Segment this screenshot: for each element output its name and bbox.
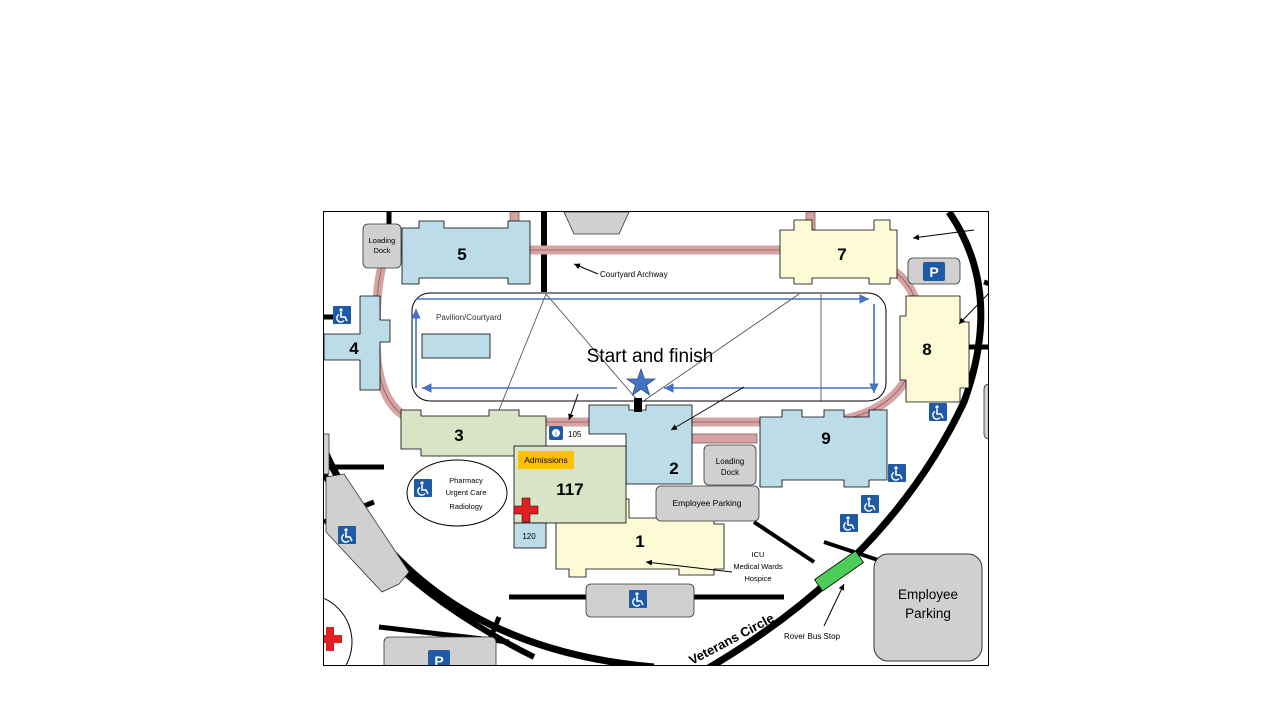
accessible-icon: [413, 478, 433, 498]
building-4-label: 4: [349, 339, 359, 358]
parking-lot-left-edge: [324, 433, 330, 475]
pavilion-structure: [421, 333, 491, 359]
accessible-icon: [860, 494, 880, 514]
employee-parking-small-label: Employee Parking: [673, 498, 742, 508]
admissions-tag: [518, 451, 574, 469]
building-2-label: 2: [669, 459, 678, 478]
employee-parking-big-line1: Employee: [898, 587, 958, 602]
loading-dock-top-line1: Loading: [369, 236, 396, 245]
courtyard-archway-label: Courtyard Archway: [600, 270, 668, 279]
parking-symbol-top: P: [929, 264, 938, 280]
campus-map: Pavilion/Courtyard 5 7 4 8 3 2 9 1 117 A…: [323, 211, 989, 666]
rover-bus-stop-label: Rover Bus Stop: [784, 632, 841, 641]
building-7: [779, 219, 898, 285]
pharmacy-line1: Pharmacy: [449, 476, 483, 485]
building-1-label: 1: [635, 532, 644, 551]
building-9-label: 9: [821, 429, 830, 448]
accessible-icon: [628, 589, 648, 609]
pharmacy-line3: Radiology: [449, 502, 483, 511]
loading-dock-mid: [703, 444, 757, 486]
room-120: [513, 522, 547, 549]
employee-parking-big: [873, 553, 983, 662]
accessible-icon: [337, 525, 357, 545]
room-105-label: 105: [568, 430, 582, 439]
building-2: [588, 404, 693, 485]
employee-parking-big-line2: Parking: [905, 606, 951, 621]
building-117-label: 117: [556, 480, 583, 499]
rover-bus-stop-marker: [813, 550, 865, 592]
building-5: [401, 220, 531, 285]
accessible-icon: [887, 463, 907, 483]
building-3-label: 3: [454, 426, 463, 445]
icu-line1: ICU: [752, 550, 765, 559]
pavilion-courtyard: [411, 292, 887, 402]
icu-line2: Medical Wards: [733, 562, 783, 571]
loading-dock-mid-line2: Dock: [721, 468, 740, 477]
accessible-icon: [839, 513, 859, 533]
building-5-label: 5: [457, 245, 466, 264]
admissions-label: Admissions: [524, 455, 567, 465]
building-8: [899, 295, 970, 403]
accessible-icon: [928, 402, 948, 422]
building-4: [324, 295, 391, 391]
loading-dock-top-line2: Dock: [373, 246, 390, 255]
parking-icon: P: [907, 257, 961, 285]
room-120-label: 120: [522, 532, 536, 541]
red-cross-icon: [324, 627, 342, 651]
parking-lot-top: [563, 212, 630, 235]
loading-dock-top: [362, 223, 402, 269]
accessible-icon: [332, 305, 352, 325]
svg-text:i: i: [555, 431, 557, 438]
info-icon: i: [549, 426, 563, 440]
pharmacy-line2: Urgent Care: [446, 488, 487, 497]
parking-symbol: P: [434, 653, 443, 666]
employee-parking-small: [655, 485, 760, 522]
parking-lot-right-edge: [983, 383, 988, 440]
pavilion-label: Pavilion/Courtyard: [436, 313, 501, 322]
pharmacy-oval: [406, 459, 508, 527]
loading-dock-mid-line1: Loading: [716, 457, 744, 466]
building-8-label: 8: [922, 340, 931, 359]
red-cross-icon: [513, 497, 539, 523]
start-star-icon: [625, 367, 657, 396]
start-finish-label: Start and finish: [587, 346, 714, 367]
building-9: [759, 409, 888, 488]
parking-icon: P: [428, 650, 450, 666]
building-3: [400, 409, 547, 457]
route-arrows: [411, 294, 879, 393]
building-7-label: 7: [837, 245, 846, 264]
icu-line3: Hospice: [744, 574, 771, 583]
accessible-parking-left: [325, 473, 410, 593]
